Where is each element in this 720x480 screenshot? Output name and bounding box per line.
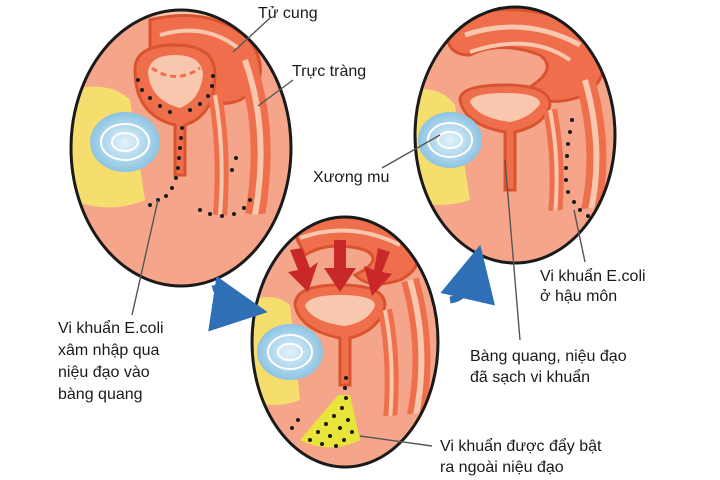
label-ecoli-anus-line1: Vi khuẩn E.coli: [540, 268, 646, 285]
bacteria-trail: [136, 74, 252, 218]
label-ecoli-entry-line4: bàng quang: [58, 386, 143, 403]
label-bladder-clean-line2: đã sạch vi khuẩn: [470, 369, 591, 386]
label-ecoli-entry-line3: niệu đạo vào: [58, 364, 150, 381]
label-bacteria-flushed-line1: Vi khuẩn được đẩy bật: [440, 438, 602, 455]
arrow-to-cleaned: [440, 244, 495, 306]
label-pubic-bone: Xương mu: [313, 169, 390, 186]
pressure-arrows: [288, 240, 392, 296]
panel-infected: [71, 10, 291, 286]
red-arrow-left: [288, 248, 318, 292]
leader-pubic-bone: [381, 134, 441, 169]
label-bacteria-flushed: Vi khuẩn được đẩy bật ra ngoài niệu đạo: [440, 436, 601, 478]
label-ecoli-anus: Vi khuẩn E.coli ở hậu môn: [540, 267, 646, 307]
red-arrow-center: [324, 240, 356, 292]
label-rectum: Trực tràng: [292, 63, 367, 80]
pubic-bone-shape: [90, 112, 160, 172]
label-ecoli-entry-line2: xâm nhập qua: [58, 342, 160, 359]
label-ecoli-anus-line2: ở hậu môn: [540, 288, 618, 305]
label-ecoli-entry: Vi khuẩn E.coli xâm nhập qua niệu đạo và…: [58, 318, 164, 406]
flushed-bacteria: [290, 376, 354, 448]
leader-lines: [131, 17, 586, 447]
arrow-to-flushing: [208, 276, 268, 332]
leader-rectum: [257, 79, 294, 107]
label-bladder-clean-line1: Bàng quang, niệu đạo: [470, 348, 627, 365]
red-arrow-right: [364, 248, 392, 296]
label-bacteria-flushed-line2: ra ngoài niệu đạo: [440, 459, 564, 476]
leader-ecoli-anus: [573, 209, 586, 263]
leader-uterus: [232, 17, 271, 53]
leader-ecoli-entry: [131, 199, 159, 316]
flushed-bacteria-zone: [300, 395, 360, 448]
label-uterus: Tử cung: [258, 5, 318, 22]
label-ecoli-entry-line1: Vi khuẩn E.coli: [58, 320, 164, 337]
panel-cleaned: [415, 7, 615, 263]
leader-bladder-clean: [504, 159, 521, 341]
leader-bacteria-flushed: [359, 435, 433, 447]
label-bladder-clean: Bàng quang, niệu đạo đã sạch vi khuẩn: [470, 346, 627, 388]
